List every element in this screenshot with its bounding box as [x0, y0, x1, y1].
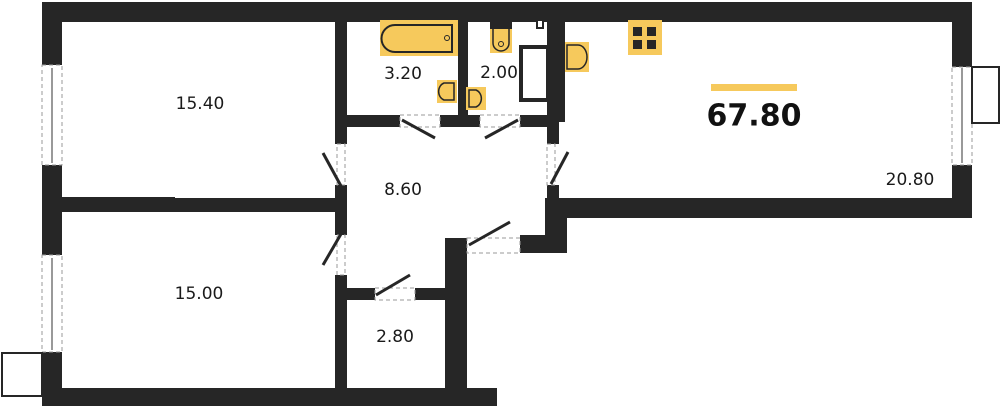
toilet-icon [490, 20, 512, 53]
room-area-bedroom-1: 15.40 [175, 94, 225, 114]
sink-icon [565, 42, 589, 72]
sink-icon [437, 80, 457, 103]
room-area-bedroom-2: 15.00 [174, 284, 224, 304]
stove-icon [628, 20, 662, 55]
room-area-toilet: 2.00 [480, 63, 518, 83]
accent-bar [711, 84, 797, 91]
room-area-hallway: 8.60 [384, 180, 422, 200]
room-area-bathroom: 3.20 [384, 64, 422, 84]
bathtub-icon [380, 20, 458, 56]
room-area-storage: 2.80 [376, 327, 414, 347]
total-area: 67.80 [706, 98, 802, 134]
sink-icon [466, 87, 486, 110]
room-area-kitchen-living: 20.80 [885, 170, 935, 190]
